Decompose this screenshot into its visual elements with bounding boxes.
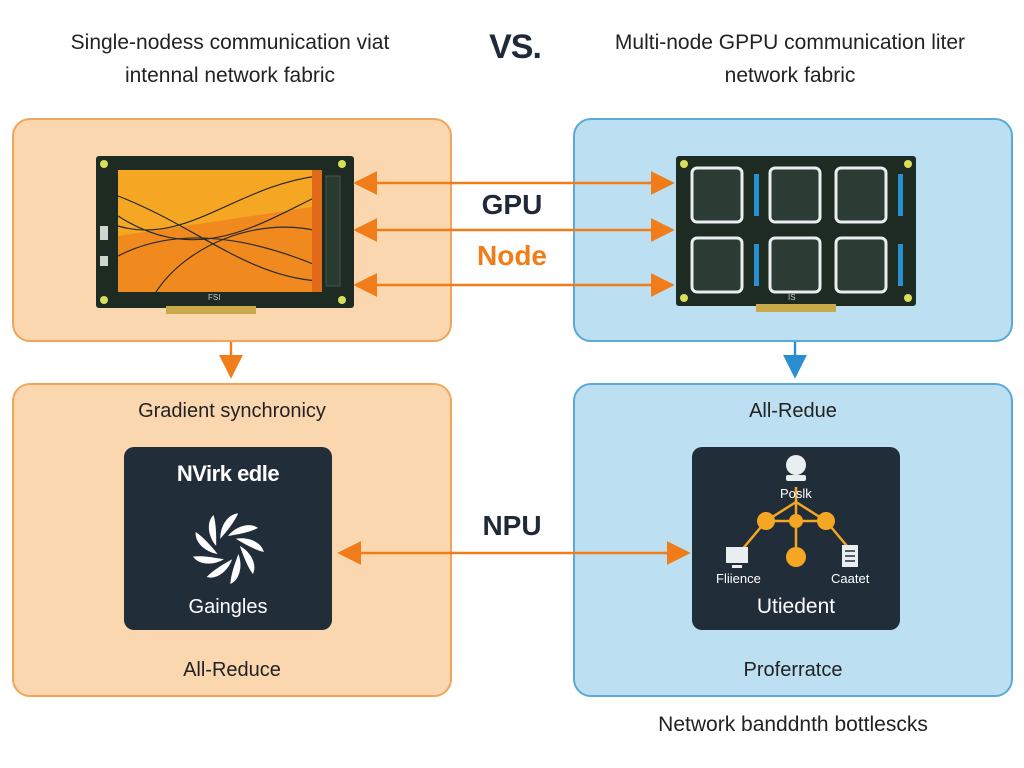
network-node-icon [757,512,775,530]
document-icon [842,545,858,567]
topology-card-title: Utiedent [756,595,836,618]
gpu-chip-3 [834,166,888,224]
topology-left-node-label: Fliience [716,571,761,586]
network-node-icon [786,547,806,567]
node-label: Node [477,240,547,271]
vs-label: VS. [489,28,542,66]
right-title-line2: network fabric [724,64,856,87]
left-title-line1: Single-nodess communication viat [70,31,390,54]
nvlink-card-title: NVirk edle [176,461,280,486]
all-reduce-top-label: All-Redue [749,400,837,422]
right-title-line1: Multi-node GPPU communication liter [614,31,966,54]
multi-gpu-board-illustration: IS [676,156,916,312]
board-label: FSI [208,293,220,302]
gpu-chip-6 [834,236,888,294]
network-node-icon [817,512,835,530]
nvlink-card [124,447,332,630]
gpu-chip-4 [690,236,744,294]
right-title: Multi-node GPPU communication liter netw… [580,26,1000,92]
gpu-chip-5 [768,236,822,294]
nvlink-spiral-icon [192,513,264,584]
all-reduce-label: All-Reduce [183,659,281,681]
network-topology-diagram [726,455,858,568]
pcie-connector [756,304,836,312]
left-title-line2: intennal network fabric [124,64,336,87]
gpu-chip-2 [768,166,822,224]
npu-label: NPU [482,510,542,541]
network-node-icon [789,514,803,528]
gpu-chip-die [117,170,319,293]
board-label: IS [788,293,796,302]
performance-label: Proferratce [743,659,843,681]
left-title: Single-nodess communication viat intenna… [20,26,440,92]
user-icon [786,455,806,481]
monitor-icon [726,547,748,568]
gpu-board-illustration: FSI [96,156,354,314]
topology-top-node-label: Poslk [780,486,812,501]
bandwidth-bottleneck-caption: Network banddnth bottlescks [658,713,928,736]
gradient-sync-label: Gradient synchronicy [138,400,326,422]
gpu-label: GPU [481,189,543,220]
pcie-connector [166,306,256,314]
topology-right-node-label: Caatet [831,571,870,586]
nvlink-card-subtitle: Gaingles [188,596,268,618]
gpu-chip-1 [690,166,744,224]
